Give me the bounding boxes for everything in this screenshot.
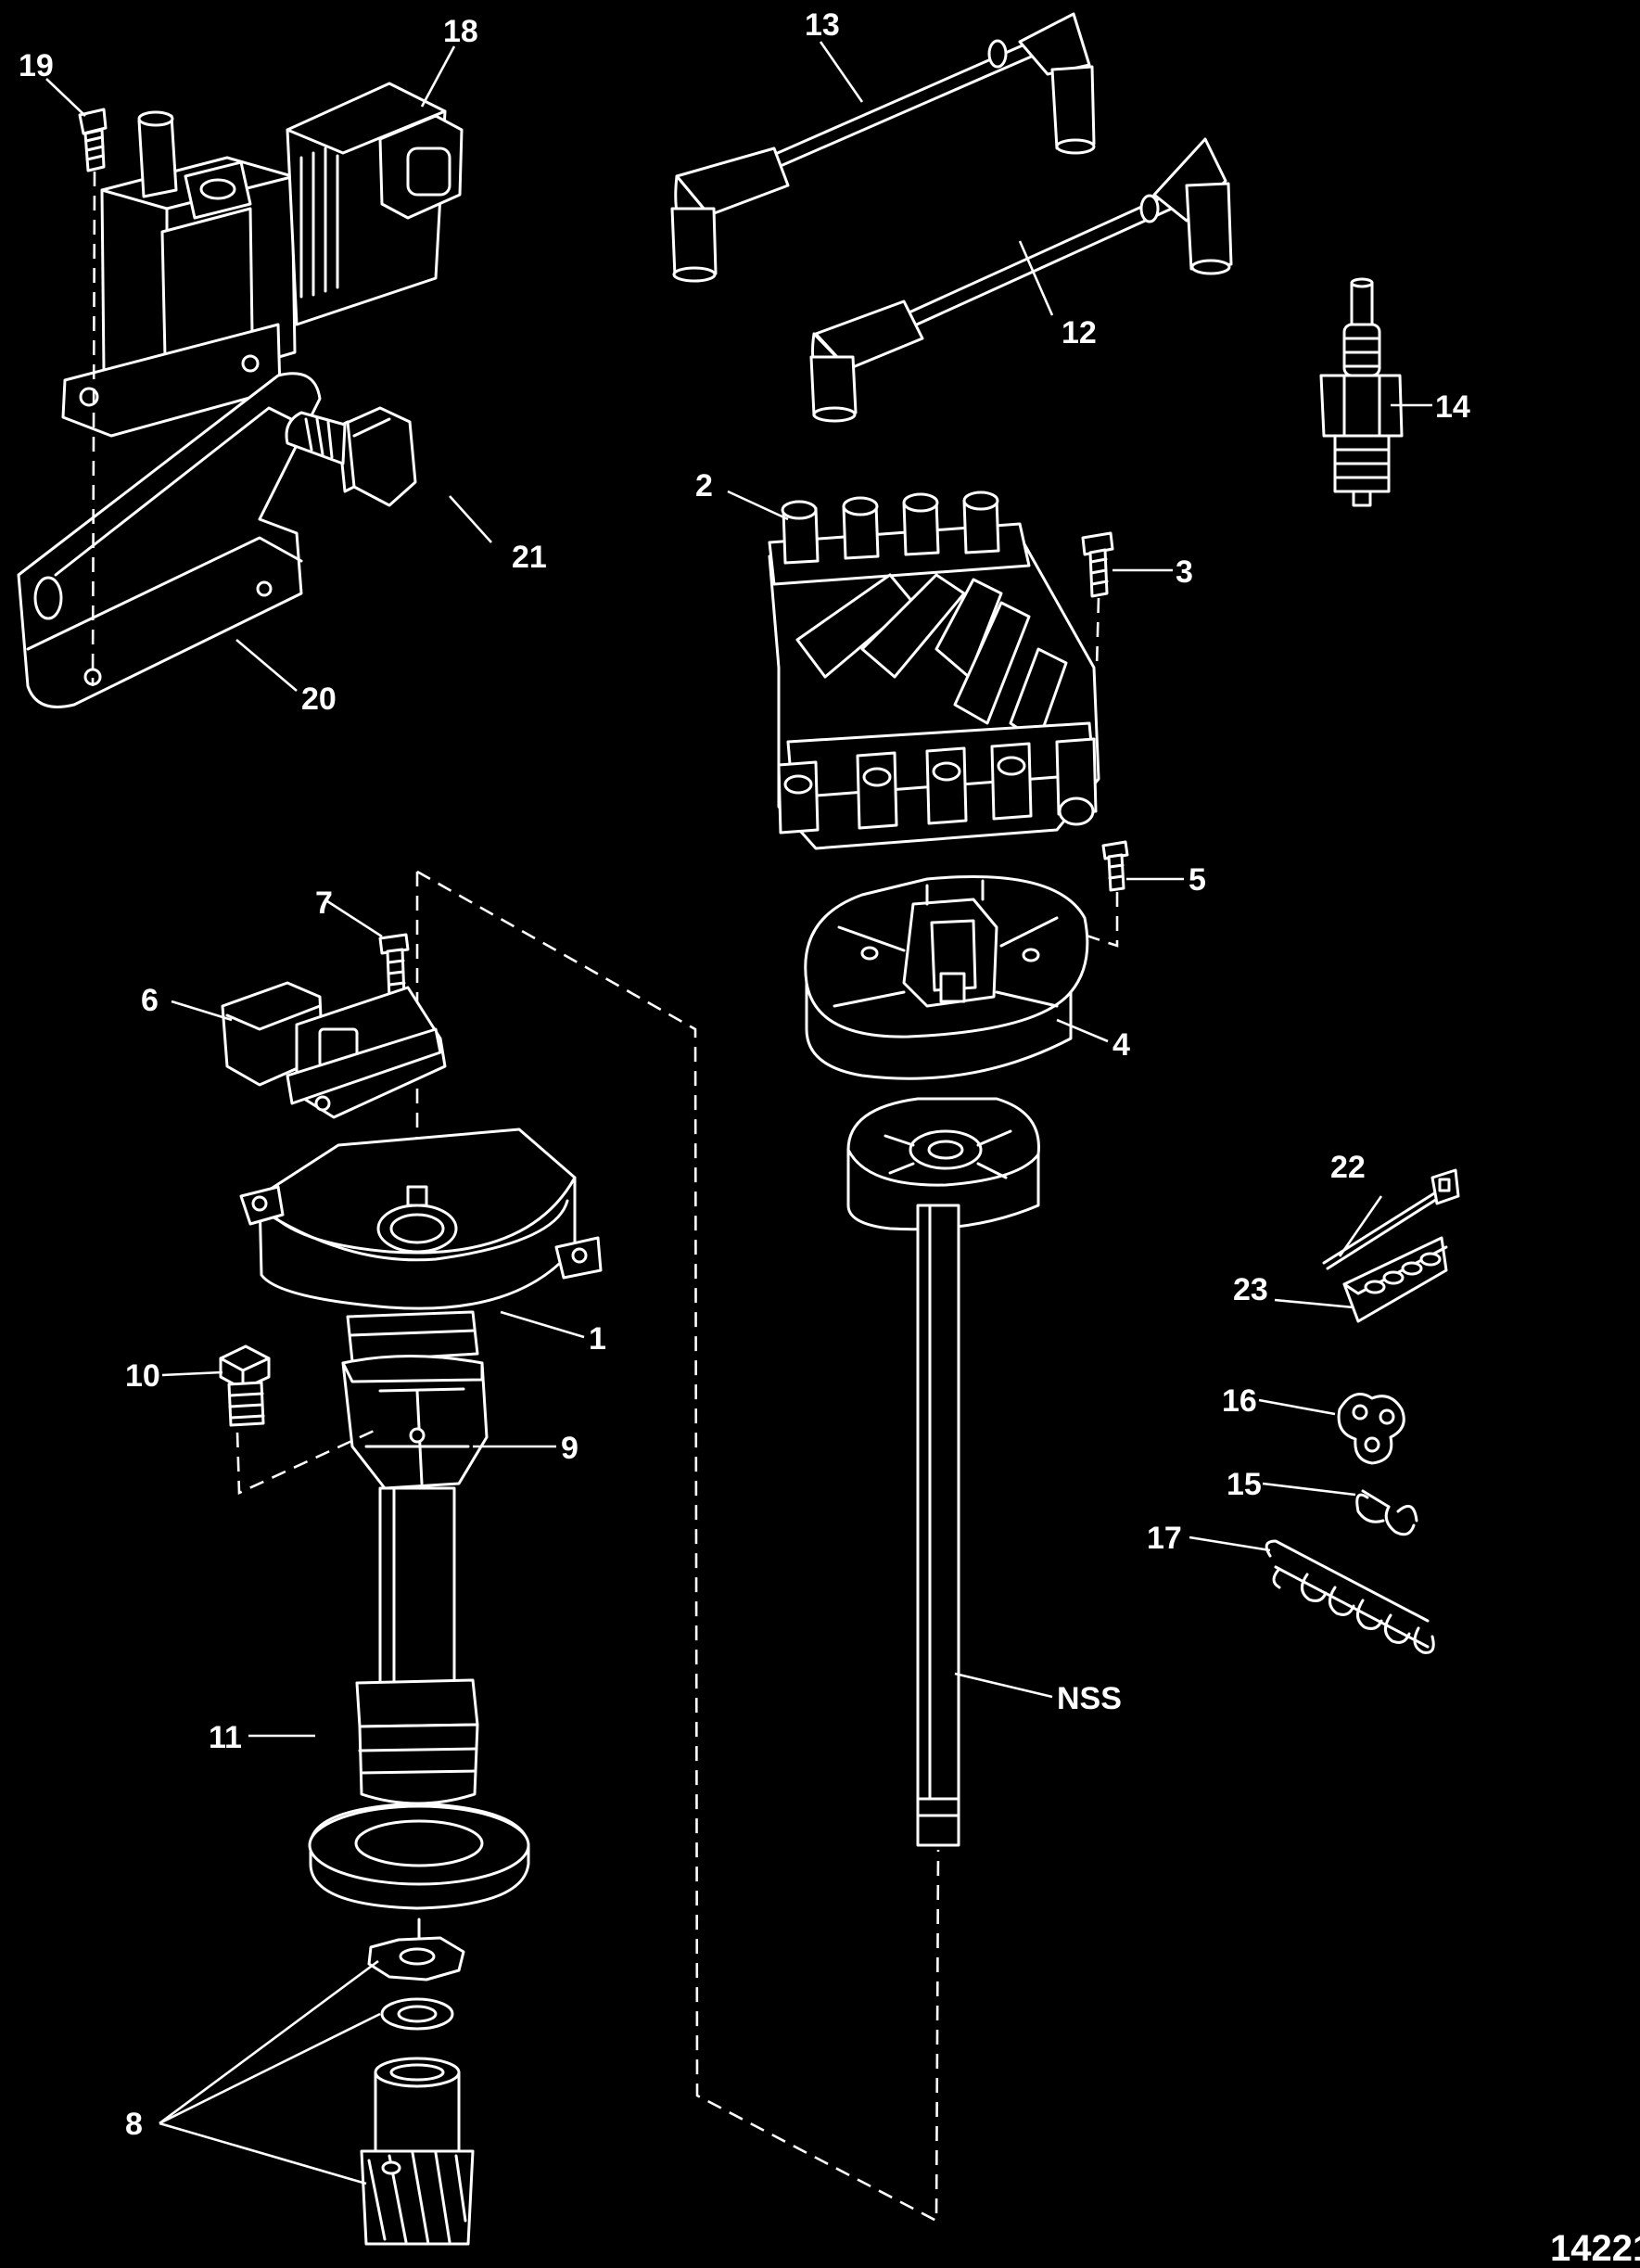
rotor-screw-alignment-line — [1074, 892, 1119, 948]
label-19: 19 — [19, 48, 54, 83]
label-15: 15 — [1227, 1467, 1262, 1502]
housing-bolt-part-10 — [219, 1344, 271, 1427]
distributor-body-part-9 — [341, 1310, 489, 1805]
distributor-cap-part-2 — [768, 491, 1100, 850]
housing-bolt-alignment-line — [235, 1426, 381, 1496]
label-18: 18 — [443, 14, 478, 49]
spark-plug-part-14 — [1319, 277, 1404, 507]
wire-separator-part-16 — [1337, 1393, 1405, 1465]
bracket-bolt-part-21 — [285, 406, 417, 507]
wire-retainer-part-23 — [1342, 1236, 1448, 1323]
pickup-module-part-6 — [221, 981, 447, 1119]
label-nss: NSS — [1057, 1681, 1122, 1716]
label-3: 3 — [1176, 554, 1193, 590]
label-14: 14 — [1435, 389, 1470, 425]
label-6: 6 — [141, 983, 159, 1018]
wire-clip-part-17 — [1265, 1539, 1435, 1654]
coil-bracket-part-20 — [17, 372, 322, 708]
distributor-housing-part-1 — [239, 1128, 603, 1310]
label-11: 11 — [209, 1720, 242, 1755]
label-21: 21 — [512, 540, 547, 575]
label-13: 13 — [805, 7, 840, 43]
figure-id: 14221 — [1550, 2228, 1640, 2268]
drive-gear-kit-part-8 — [360, 1918, 475, 2246]
distributor-shaft-part-nss — [846, 1097, 1040, 1847]
coil-screw-part-19 — [78, 108, 108, 172]
callout-labels: 19 18 13 12 14 2 3 21 20 5 7 6 4 1 10 9 … — [19, 7, 1470, 2142]
label-12: 12 — [1062, 315, 1097, 350]
leader-lines — [45, 41, 1432, 2185]
spark-plug-wire-part-12 — [809, 137, 1233, 423]
label-7: 7 — [315, 886, 333, 921]
pickup-screw-part-7 — [378, 933, 410, 1000]
rotor-screw-part-5 — [1101, 840, 1129, 892]
label-10: 10 — [125, 1358, 160, 1394]
rotor-part-4 — [804, 875, 1089, 1080]
gasket-part-11 — [308, 1802, 530, 1910]
label-23: 23 — [1233, 1272, 1268, 1307]
cap-screw-part-3 — [1081, 531, 1114, 598]
coil-screw-alignment-line — [91, 171, 96, 687]
label-17: 17 — [1147, 1521, 1182, 1556]
assembly-alignment-line — [416, 870, 940, 2223]
label-20: 20 — [301, 682, 337, 717]
cap-screw-alignment-line — [1095, 597, 1100, 669]
label-9: 9 — [561, 1431, 578, 1466]
label-8: 8 — [125, 2107, 143, 2142]
ignition-coil-part-18 — [61, 82, 464, 438]
label-22: 22 — [1330, 1150, 1366, 1185]
label-2: 2 — [695, 468, 713, 503]
label-5: 5 — [1189, 862, 1206, 898]
label-16: 16 — [1222, 1383, 1257, 1419]
label-1: 1 — [589, 1321, 606, 1357]
spark-plug-wire-part-13 — [670, 12, 1096, 283]
label-4: 4 — [1112, 1027, 1130, 1063]
wire-clip-part-15 — [1355, 1489, 1418, 1536]
